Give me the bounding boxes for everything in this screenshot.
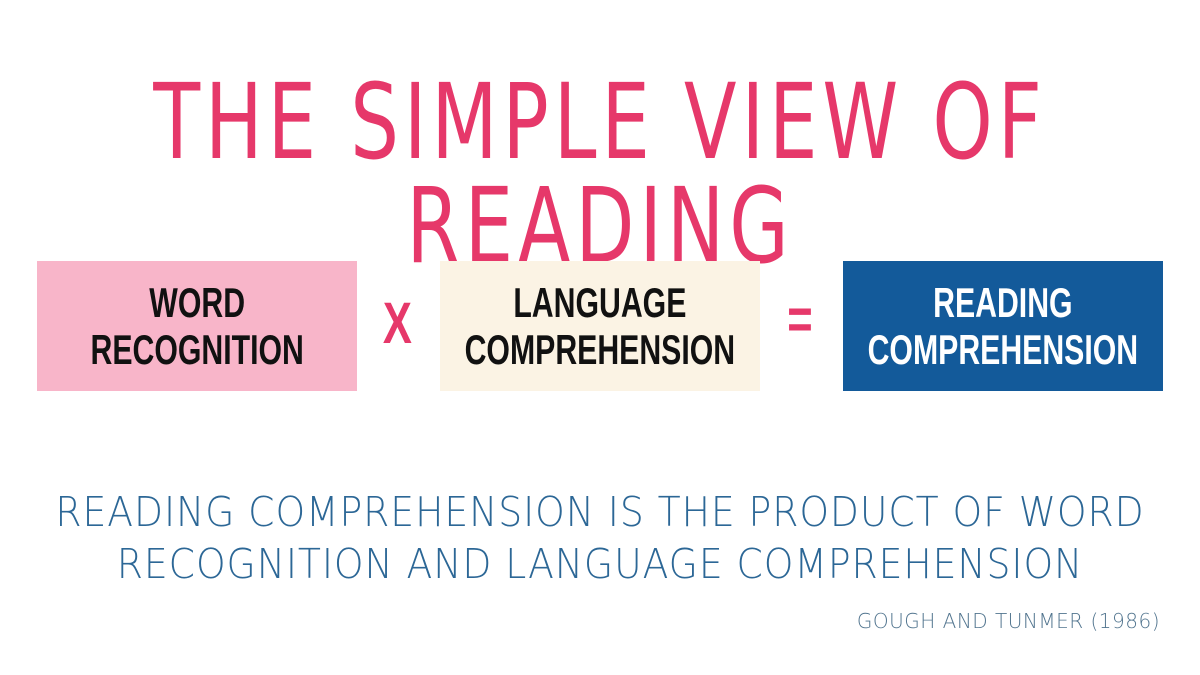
- word-recognition-box: WORD RECOGNITION: [37, 261, 357, 391]
- term1-line1: WORD: [149, 278, 245, 326]
- equals-operator: =: [787, 287, 813, 352]
- definition-statement: READING COMPREHENSION IS THE PRODUCT OF …: [0, 486, 1200, 590]
- statement-line1: READING COMPREHENSION IS THE PRODUCT OF …: [55, 488, 1145, 536]
- language-comprehension-box: LANGUAGE COMPREHENSION: [440, 261, 760, 391]
- term2-line1: LANGUAGE: [513, 278, 687, 326]
- reading-comprehension-box: READING COMPREHENSION: [843, 261, 1163, 391]
- statement-line2: RECOGNITION AND LANGUAGE COMPREHENSION: [116, 540, 1084, 588]
- term2-line2: COMPREHENSION: [464, 326, 736, 373]
- page-title: THE SIMPLE VIEW OF READING: [153, 61, 1047, 287]
- multiply-operator: X: [382, 291, 412, 356]
- term1-line2: RECOGNITION: [90, 326, 304, 373]
- result-line2: COMPREHENSION: [867, 326, 1139, 373]
- citation: GOUGH AND TUNMER (1986): [856, 609, 1160, 633]
- result-line1: READING: [933, 278, 1073, 326]
